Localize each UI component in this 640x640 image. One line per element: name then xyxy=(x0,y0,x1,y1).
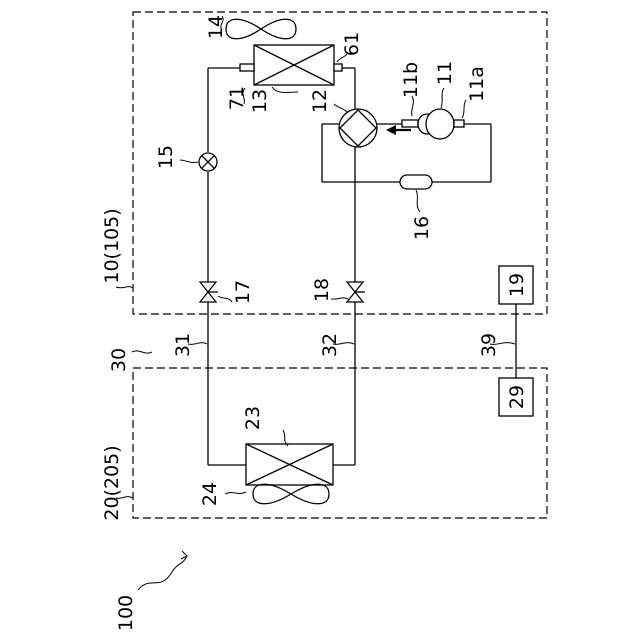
label-heat-exchanger-indoor: 23 xyxy=(242,406,264,430)
shutoff-valve-17 xyxy=(200,282,218,302)
outdoor-heat-exchanger xyxy=(240,45,342,85)
label-compressor-suction: 11a xyxy=(466,66,488,102)
label-wire-39: 39 xyxy=(478,333,500,357)
label-fan-outdoor: 14 xyxy=(205,15,227,39)
label-port-71: 71 xyxy=(226,86,248,110)
label-four-way-valve: 12 xyxy=(309,89,331,113)
label-connection: 30 xyxy=(108,348,130,372)
label-valve-18: 18 xyxy=(311,278,333,302)
label-controller-indoor: 29 xyxy=(506,385,528,409)
compressor-discharge-port xyxy=(402,120,418,127)
expansion-valve xyxy=(199,153,217,171)
four-way-valve xyxy=(339,109,377,147)
label-fan-indoor: 24 xyxy=(199,482,221,506)
port-61 xyxy=(334,64,342,71)
label-outdoor-unit: 10(105) xyxy=(101,208,123,283)
outdoor-unit-boundary xyxy=(133,12,547,314)
label-accumulator: 16 xyxy=(411,216,433,240)
label-pipe-31: 31 xyxy=(172,333,194,357)
outdoor-fan xyxy=(226,19,296,39)
shutoff-valve-18 xyxy=(347,282,365,302)
compressor-suction-port xyxy=(454,120,464,127)
indoor-fan xyxy=(253,484,329,504)
label-indoor-unit: 20(205) xyxy=(101,445,123,520)
label-port-61: 61 xyxy=(341,32,363,56)
label-expansion-valve: 15 xyxy=(155,145,177,169)
port-71 xyxy=(240,64,254,71)
label-compressor-discharge: 11b xyxy=(400,62,422,98)
accumulator xyxy=(400,175,432,189)
liquid-line xyxy=(208,68,246,465)
label-controller-outdoor: 19 xyxy=(506,273,528,297)
indoor-unit-boundary xyxy=(133,368,547,518)
indoor-heat-exchanger xyxy=(246,444,333,485)
label-system: 100 xyxy=(115,595,137,631)
compressor xyxy=(377,109,464,139)
label-compressor: 11 xyxy=(434,61,456,85)
label-pipe-32: 32 xyxy=(319,333,341,357)
label-heat-exchanger-outdoor: 13 xyxy=(249,89,271,113)
label-valve-17: 17 xyxy=(232,280,254,304)
